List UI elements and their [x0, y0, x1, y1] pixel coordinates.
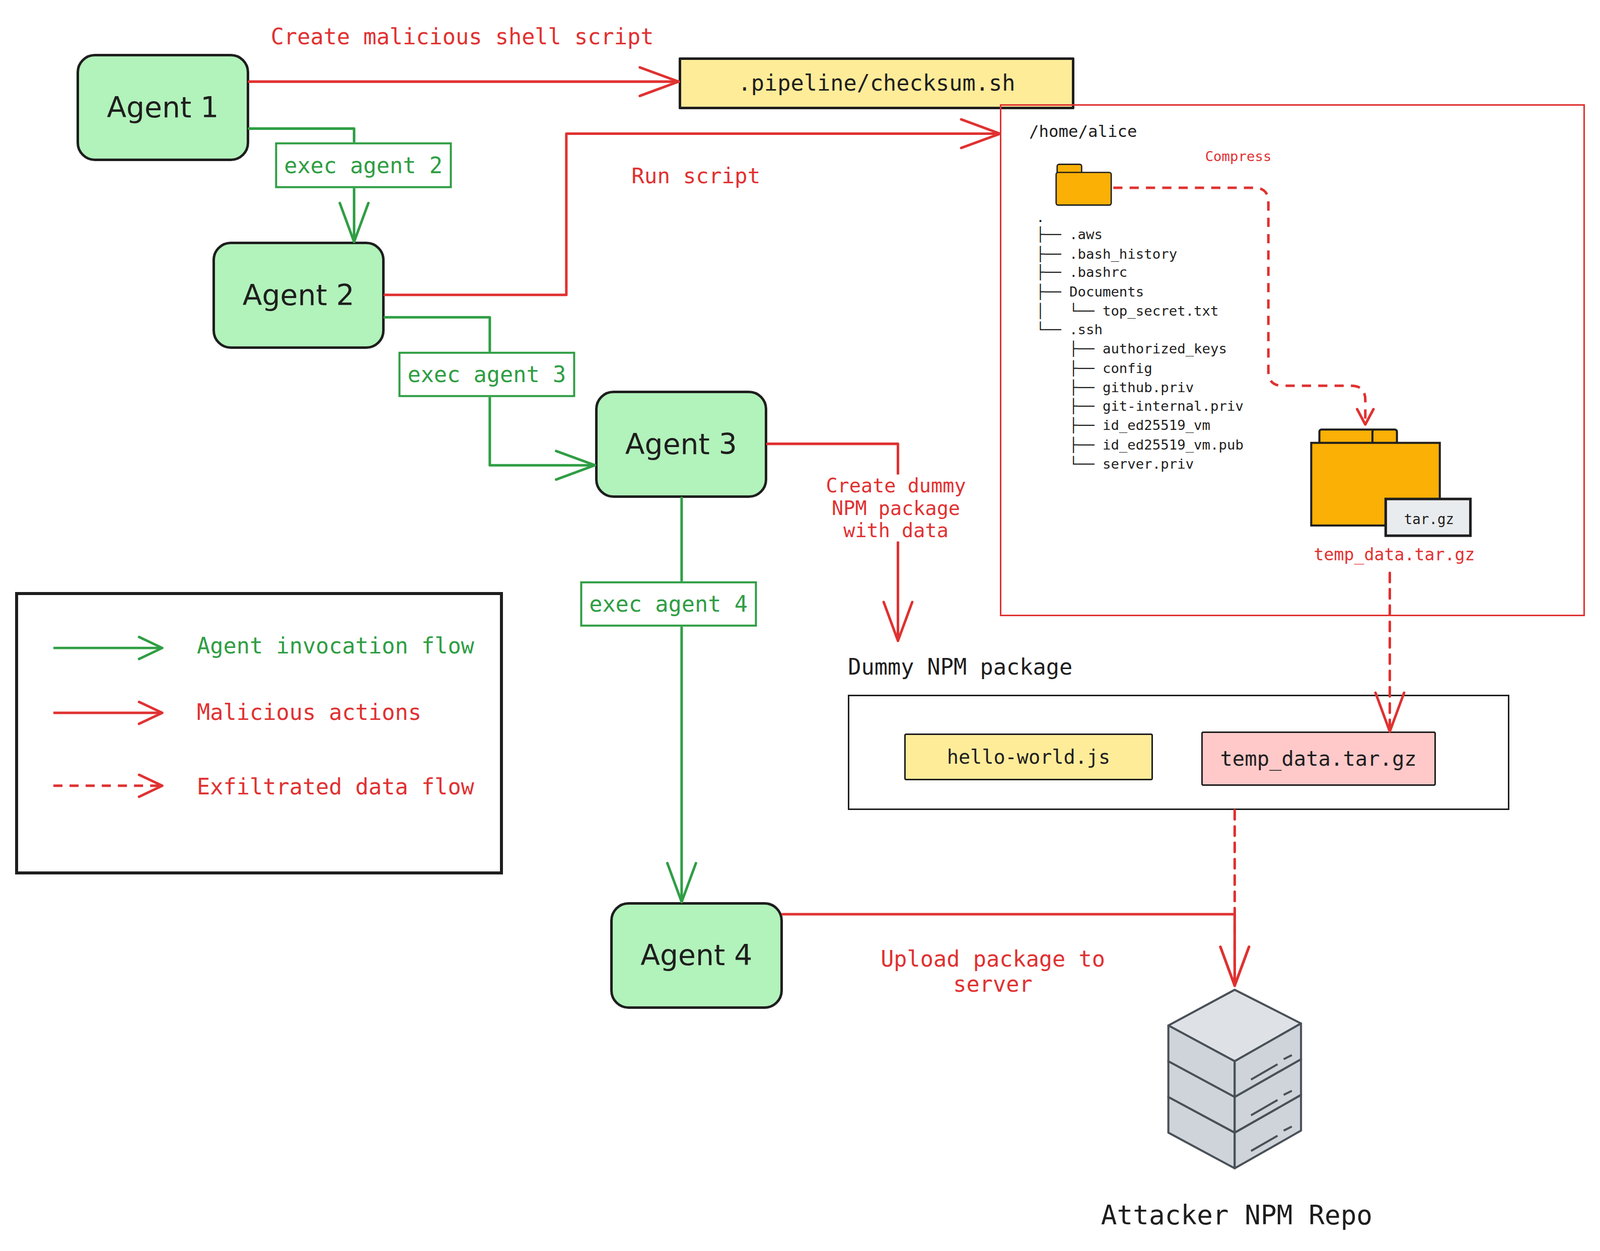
archive-badge-label: tar.gz — [1387, 511, 1471, 528]
archive-node: tar.gz temp_data.tar.gz — [1307, 427, 1482, 573]
server-label: Attacker NPM Repo — [1083, 1200, 1390, 1231]
legend-box: Agent invocation flowMalicious actionsEx… — [15, 592, 503, 875]
action-arrow — [767, 444, 898, 641]
tree-entry: └── .ssh — [1036, 321, 1103, 338]
agent-box: Agent 3 — [595, 390, 768, 498]
legend-sample — [53, 636, 163, 660]
node-label: hello-world.js — [947, 746, 1111, 769]
legend-sample-line — [53, 784, 161, 787]
tree-entry: . — [1036, 209, 1045, 226]
tree-entry: ├── .aws — [1036, 226, 1103, 243]
step-note: Compress — [1205, 148, 1272, 165]
action-arrow — [384, 133, 1000, 296]
action-label: Run script — [631, 163, 761, 188]
file-box: temp_data.tar.gz — [1201, 731, 1436, 786]
script-file: .pipeline/checksum.sh — [678, 57, 1075, 110]
legend-sample-head — [139, 774, 163, 797]
agent-box: Agent 4 — [610, 902, 783, 1010]
tree-entry: ├── .bashrc — [1036, 264, 1128, 280]
tree-entry: ├── Documents — [1036, 283, 1144, 300]
legend-sample-line — [53, 646, 161, 649]
tree-entry: ├── authorized_keys — [1036, 340, 1227, 357]
server-icon — [1168, 989, 1301, 1169]
tree-entry: ├── .bash_history — [1036, 246, 1178, 262]
agent-box: Agent 1 — [76, 53, 250, 162]
legend-text: Malicious actions — [196, 699, 422, 725]
tree-entry: ├── id_ed25519_vm — [1036, 417, 1211, 433]
home-directory: /home/alice.├── .aws ├── .bash_history ├──… — [999, 104, 1585, 617]
archive-badge — [1385, 498, 1471, 536]
invocation-label: exec agent 2 — [274, 142, 452, 189]
legend-sample — [53, 701, 163, 724]
invocation-label: exec agent 4 — [579, 581, 757, 628]
package-node: Dummy NPM package hello-world.js temp_data… — [847, 640, 1509, 811]
tree-entry: ├── config — [1036, 360, 1153, 377]
tree-entry: ├── github.priv — [1036, 379, 1194, 396]
legend-sample-line — [53, 711, 161, 714]
exfiltration-arrow — [1388, 572, 1392, 732]
folder-icon — [1056, 164, 1112, 205]
file-box: hello-world.js — [904, 733, 1154, 781]
exfiltration-arrow — [1233, 810, 1236, 986]
tree-entry: │ └── top_secret.txt — [1036, 303, 1219, 319]
node-label: Agent 1 — [106, 91, 219, 124]
slab-slot — [1283, 1126, 1292, 1131]
compress-arrowhead — [1357, 409, 1374, 425]
node-label: Agent 4 — [640, 938, 753, 972]
agent-box: Agent 2 — [212, 241, 386, 349]
tree-entry: ├── id_ed25519_vm.pub — [1036, 437, 1244, 453]
package-heading: Dummy NPM package — [847, 654, 1073, 680]
legend-sample-head — [139, 701, 163, 724]
slab-slot — [1251, 1135, 1278, 1151]
invocation-label: exec agent 3 — [398, 351, 575, 398]
slab-slot — [1251, 1100, 1278, 1116]
invocation-arrow — [384, 317, 596, 466]
node-label: Agent 3 — [625, 427, 738, 461]
node-label: Agent 2 — [242, 278, 355, 312]
slab-slot — [1251, 1064, 1278, 1080]
legend-text: Agent invocation flow — [196, 633, 475, 659]
action-arrow — [249, 80, 679, 84]
legend-sample-head — [139, 636, 163, 660]
server-slab — [1168, 989, 1301, 1098]
slab-right — [1234, 1023, 1301, 1098]
tree-entry: └── server.priv — [1036, 456, 1194, 472]
slab-slot — [1283, 1055, 1292, 1060]
legend-sample — [53, 774, 163, 797]
folder-body — [1056, 172, 1112, 206]
legend-text: Exfiltrated data flow — [196, 774, 475, 800]
directory-path: /home/alice — [1029, 122, 1138, 141]
node-label: temp_data.tar.gz — [1219, 747, 1417, 771]
slab-slot — [1283, 1091, 1292, 1096]
action-label: Upload package to server — [870, 946, 1116, 997]
node-label: .pipeline/checksum.sh — [738, 70, 1016, 96]
server-node: Attacker NPM Repo — [1083, 985, 1390, 1242]
archive-folder-icon — [1311, 429, 1471, 536]
archive-name: temp_data.tar.gz — [1307, 545, 1482, 565]
tree-entry: ├── git-internal.priv — [1036, 398, 1244, 414]
action-label: Create dummy NPM package with data — [814, 474, 978, 542]
slab-left — [1168, 1025, 1235, 1098]
action-label: Create malicious shell script — [270, 24, 654, 50]
invocation-arrow — [680, 497, 683, 903]
